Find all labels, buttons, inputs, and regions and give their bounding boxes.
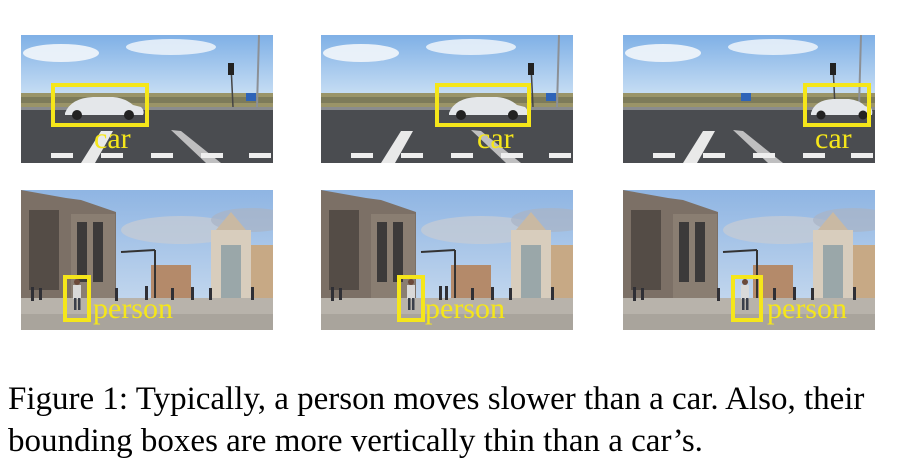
car-frame-2: car [321, 35, 573, 163]
person-bounding-box [731, 275, 763, 322]
person-frame-2: person [321, 190, 573, 330]
car-bounding-box [51, 83, 149, 127]
car-label: car [94, 122, 131, 155]
street-scene-image [21, 190, 273, 330]
person-frame-1: person [21, 190, 273, 330]
street-scene-image [321, 35, 573, 163]
car-frame-1: car [21, 35, 273, 163]
person-label: person [767, 292, 847, 325]
figure-caption: Figure 1: Typically, a person moves slow… [8, 381, 865, 459]
person-bounding-box [63, 275, 91, 322]
person-label: person [93, 292, 173, 325]
person-label: person [425, 292, 505, 325]
person-frame-3: person [623, 190, 875, 330]
street-scene-image [21, 35, 273, 163]
street-scene-image [623, 35, 875, 163]
car-bounding-box [803, 83, 871, 127]
street-scene-image [321, 190, 573, 330]
street-scene-image [623, 190, 875, 330]
car-label: car [815, 122, 852, 155]
car-label: car [477, 122, 514, 155]
person-bounding-box [397, 275, 425, 322]
car-frame-3: car [623, 35, 875, 163]
car-bounding-box [435, 83, 531, 127]
